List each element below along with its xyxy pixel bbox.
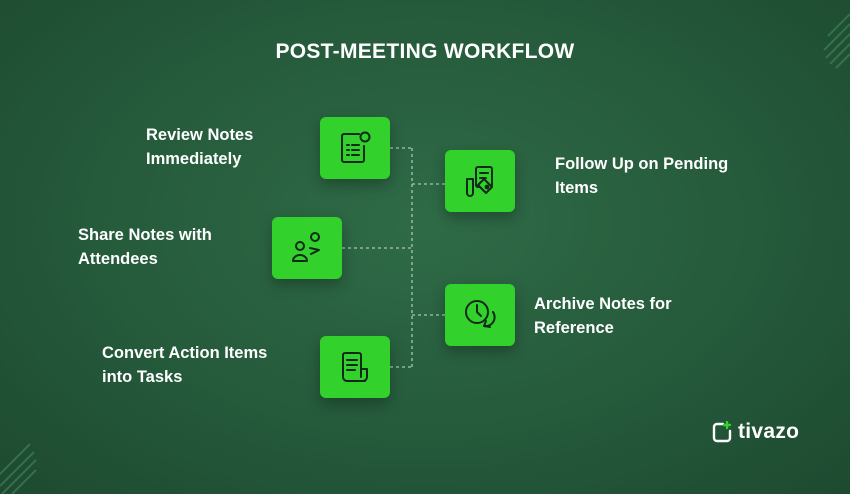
pending-items-icon bbox=[466, 166, 493, 197]
tile-share-notes bbox=[272, 217, 342, 279]
tile-follow-up bbox=[445, 150, 515, 212]
brand-name: tivazo bbox=[738, 420, 800, 443]
decorative-stripes-bottom-left bbox=[0, 443, 37, 494]
document-notes-icon bbox=[341, 131, 371, 163]
tile-convert-action-items bbox=[320, 336, 390, 398]
clock-archive-icon bbox=[465, 300, 496, 328]
label-convert-action-items: Convert Action Items into Tasks bbox=[102, 344, 268, 386]
people-share-icon bbox=[292, 232, 320, 262]
brand-logo: tivazo bbox=[712, 420, 799, 444]
label-share-notes: Share Notes with Attendees bbox=[78, 226, 212, 268]
label-review-notes: Review Notes Immediately bbox=[146, 126, 254, 168]
decorative-stripes-top-right bbox=[823, 13, 850, 69]
task-document-icon bbox=[342, 352, 368, 382]
label-follow-up: Follow Up on Pending Items bbox=[555, 155, 729, 197]
tile-review-notes bbox=[320, 117, 390, 179]
page-title: POST-MEETING WORKFLOW bbox=[275, 40, 575, 63]
tile-archive-notes bbox=[445, 284, 515, 346]
label-archive-notes: Archive Notes for Reference bbox=[534, 295, 672, 337]
tivazo-logo-icon bbox=[712, 421, 732, 443]
